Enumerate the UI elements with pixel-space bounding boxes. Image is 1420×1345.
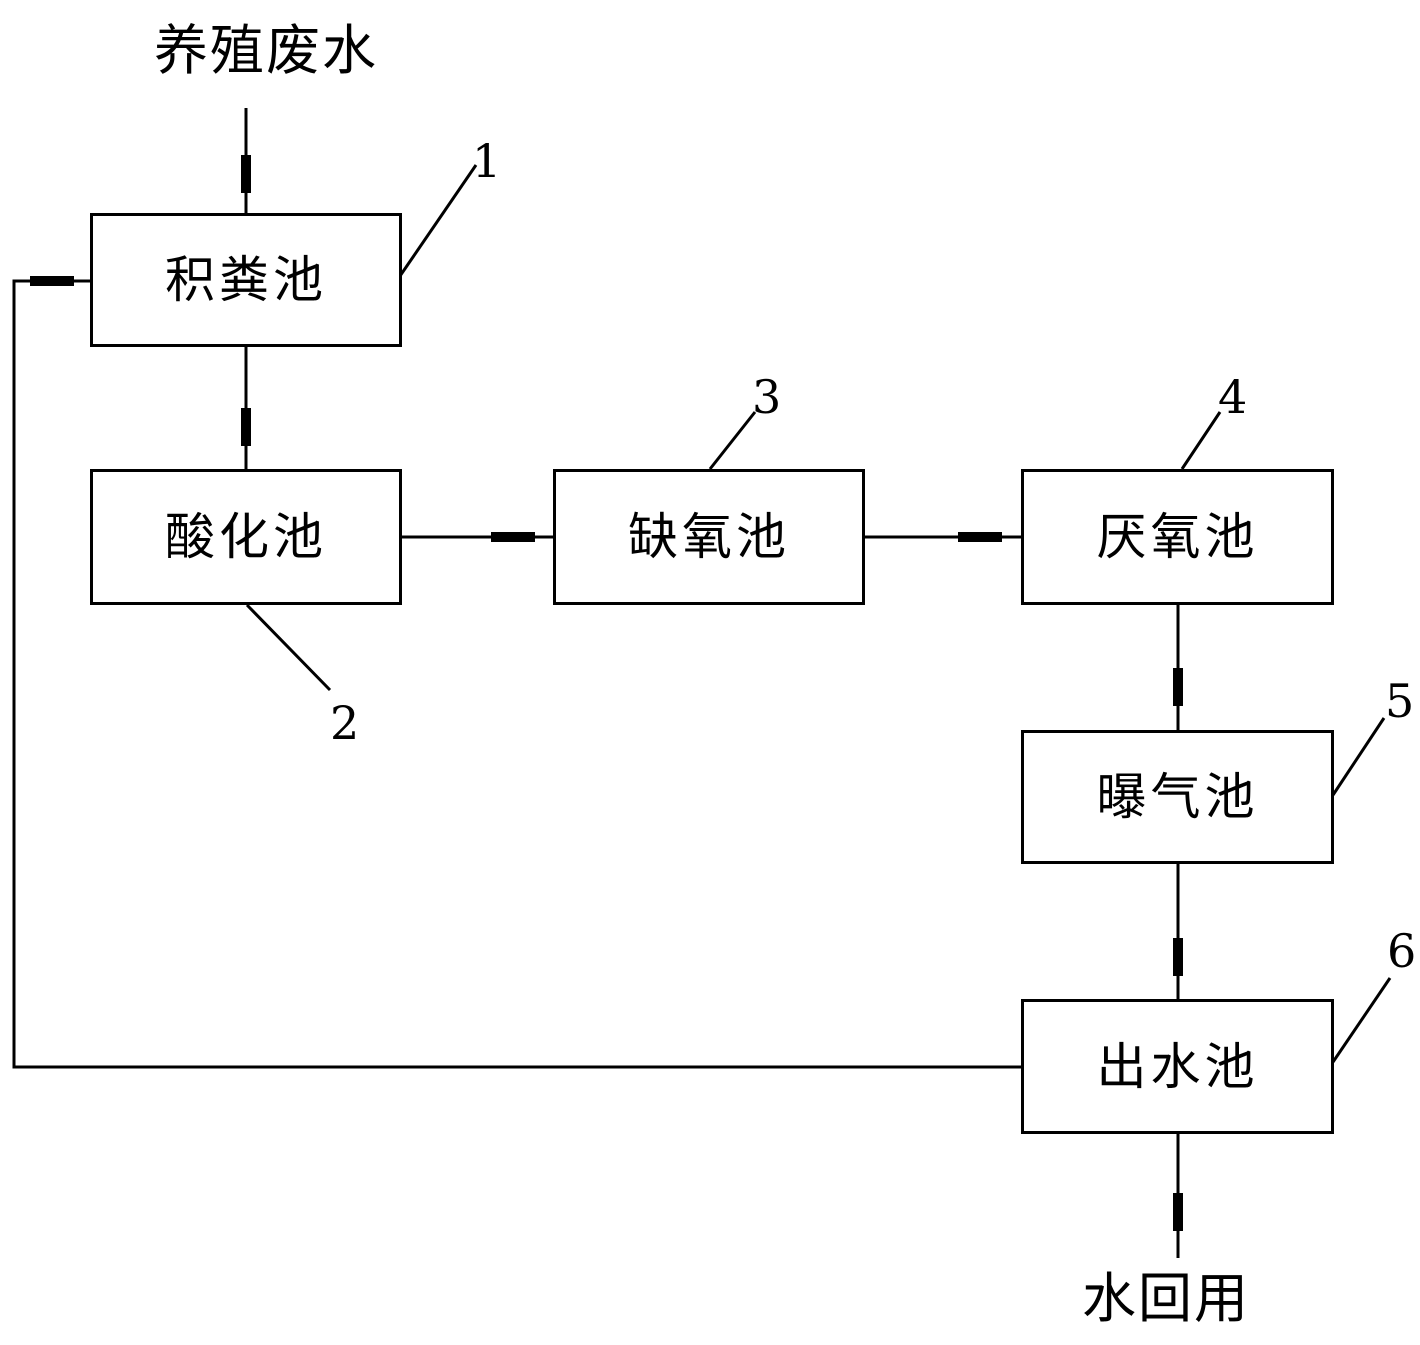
- flow-line-recycle: [12, 279, 1021, 1069]
- callout-number-6: 6: [1387, 924, 1417, 978]
- callout-leader-3: [708, 411, 757, 470]
- tank-2-acidification: 酸化池: [90, 469, 402, 605]
- tank-label: 缺氧池: [628, 508, 790, 566]
- arrow-marker-right-icon: [958, 532, 1002, 542]
- callout-number-4: 4: [1218, 370, 1248, 424]
- tank-4-anaerobic: 厌氧池: [1021, 469, 1334, 605]
- callout-number-5: 5: [1385, 674, 1415, 728]
- callout-leader-6: [1331, 977, 1392, 1063]
- tank-label: 出水池: [1096, 1037, 1259, 1096]
- tank-label: 曝气池: [1096, 768, 1259, 826]
- arrow-marker-down-icon: [1173, 1193, 1183, 1231]
- tank-1-manure-collection: 积粪池: [90, 213, 402, 347]
- arrow-marker-down-icon: [1173, 668, 1183, 706]
- arrow-marker-right-icon: [491, 532, 535, 542]
- callout-leader-1: [398, 164, 478, 277]
- callout-number-3: 3: [752, 370, 782, 424]
- arrow-marker-down-icon: [241, 155, 251, 193]
- tank-5-aeration: 曝气池: [1021, 730, 1334, 864]
- arrow-marker-right-icon: [30, 276, 74, 286]
- tank-label: 积粪池: [165, 251, 327, 309]
- callout-leader-4: [1180, 411, 1222, 470]
- input-label: 养殖废水: [154, 19, 378, 82]
- callout-leader-2: [245, 603, 332, 692]
- arrow-marker-down-icon: [241, 408, 251, 446]
- tank-label: 厌氧池: [1096, 508, 1259, 566]
- tank-6-effluent: 出水池: [1021, 999, 1334, 1134]
- output-label: 水回用: [1082, 1267, 1250, 1330]
- callout-number-2: 2: [330, 696, 360, 750]
- callout-number-1: 1: [472, 134, 502, 188]
- callout-leader-5: [1331, 717, 1386, 796]
- tank-label: 酸化池: [165, 508, 327, 566]
- arrow-marker-down-icon: [1173, 938, 1183, 976]
- tank-3-anoxic: 缺氧池: [553, 469, 865, 605]
